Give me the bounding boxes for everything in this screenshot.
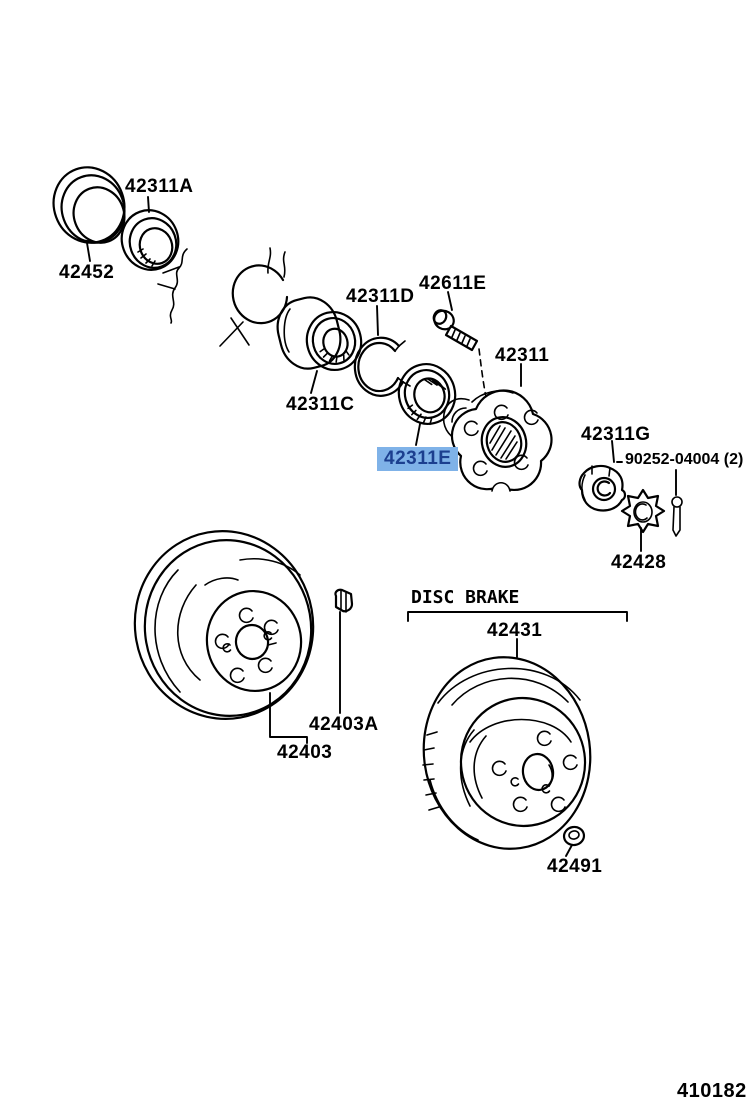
part-label-42311[interactable]: 42311 <box>495 345 550 366</box>
part-label-42611E[interactable]: 42611E <box>419 273 487 294</box>
wire-art-ring <box>219 247 289 347</box>
part-label-42431[interactable]: 42431 <box>487 620 543 641</box>
part-art-42431 <box>422 656 592 850</box>
part-art-42452 <box>52 166 126 244</box>
part-label-42311C[interactable]: 42311C <box>286 394 355 415</box>
part-art-42311A <box>120 209 180 271</box>
part-label-42403A[interactable]: 42403A <box>309 714 379 735</box>
part-art-42491 <box>562 825 586 847</box>
part-art-42428 <box>620 488 666 534</box>
part-art-90252-cotter-pin <box>671 496 683 537</box>
part-art-42403A <box>334 588 354 613</box>
section-title-disc-brake: DISC BRAKE <box>411 587 520 608</box>
part-label-42491[interactable]: 42491 <box>547 856 603 877</box>
part-art-42403 <box>133 530 315 720</box>
part-label-42452[interactable]: 42452 <box>59 262 115 283</box>
drawing-number: 410182 <box>677 1080 747 1102</box>
wire-art-left <box>157 248 188 324</box>
part-art-42311D <box>353 336 411 397</box>
part-label-90252-04004[interactable]: 90252-04004 (2) <box>625 451 744 468</box>
part-art-42311E <box>397 363 457 426</box>
part-label-42311A[interactable]: 42311A <box>125 176 194 197</box>
part-label-42311D[interactable]: 42311D <box>346 286 415 307</box>
part-art-42311 <box>442 389 553 492</box>
part-art-42611E <box>432 309 487 398</box>
part-label-42311E-highlighted[interactable]: 42311E <box>377 447 459 471</box>
part-art-42311G <box>578 464 627 512</box>
part-label-42403[interactable]: 42403 <box>277 742 333 763</box>
part-label-42428[interactable]: 42428 <box>611 552 667 573</box>
part-label-42311G[interactable]: 42311G <box>581 424 651 445</box>
